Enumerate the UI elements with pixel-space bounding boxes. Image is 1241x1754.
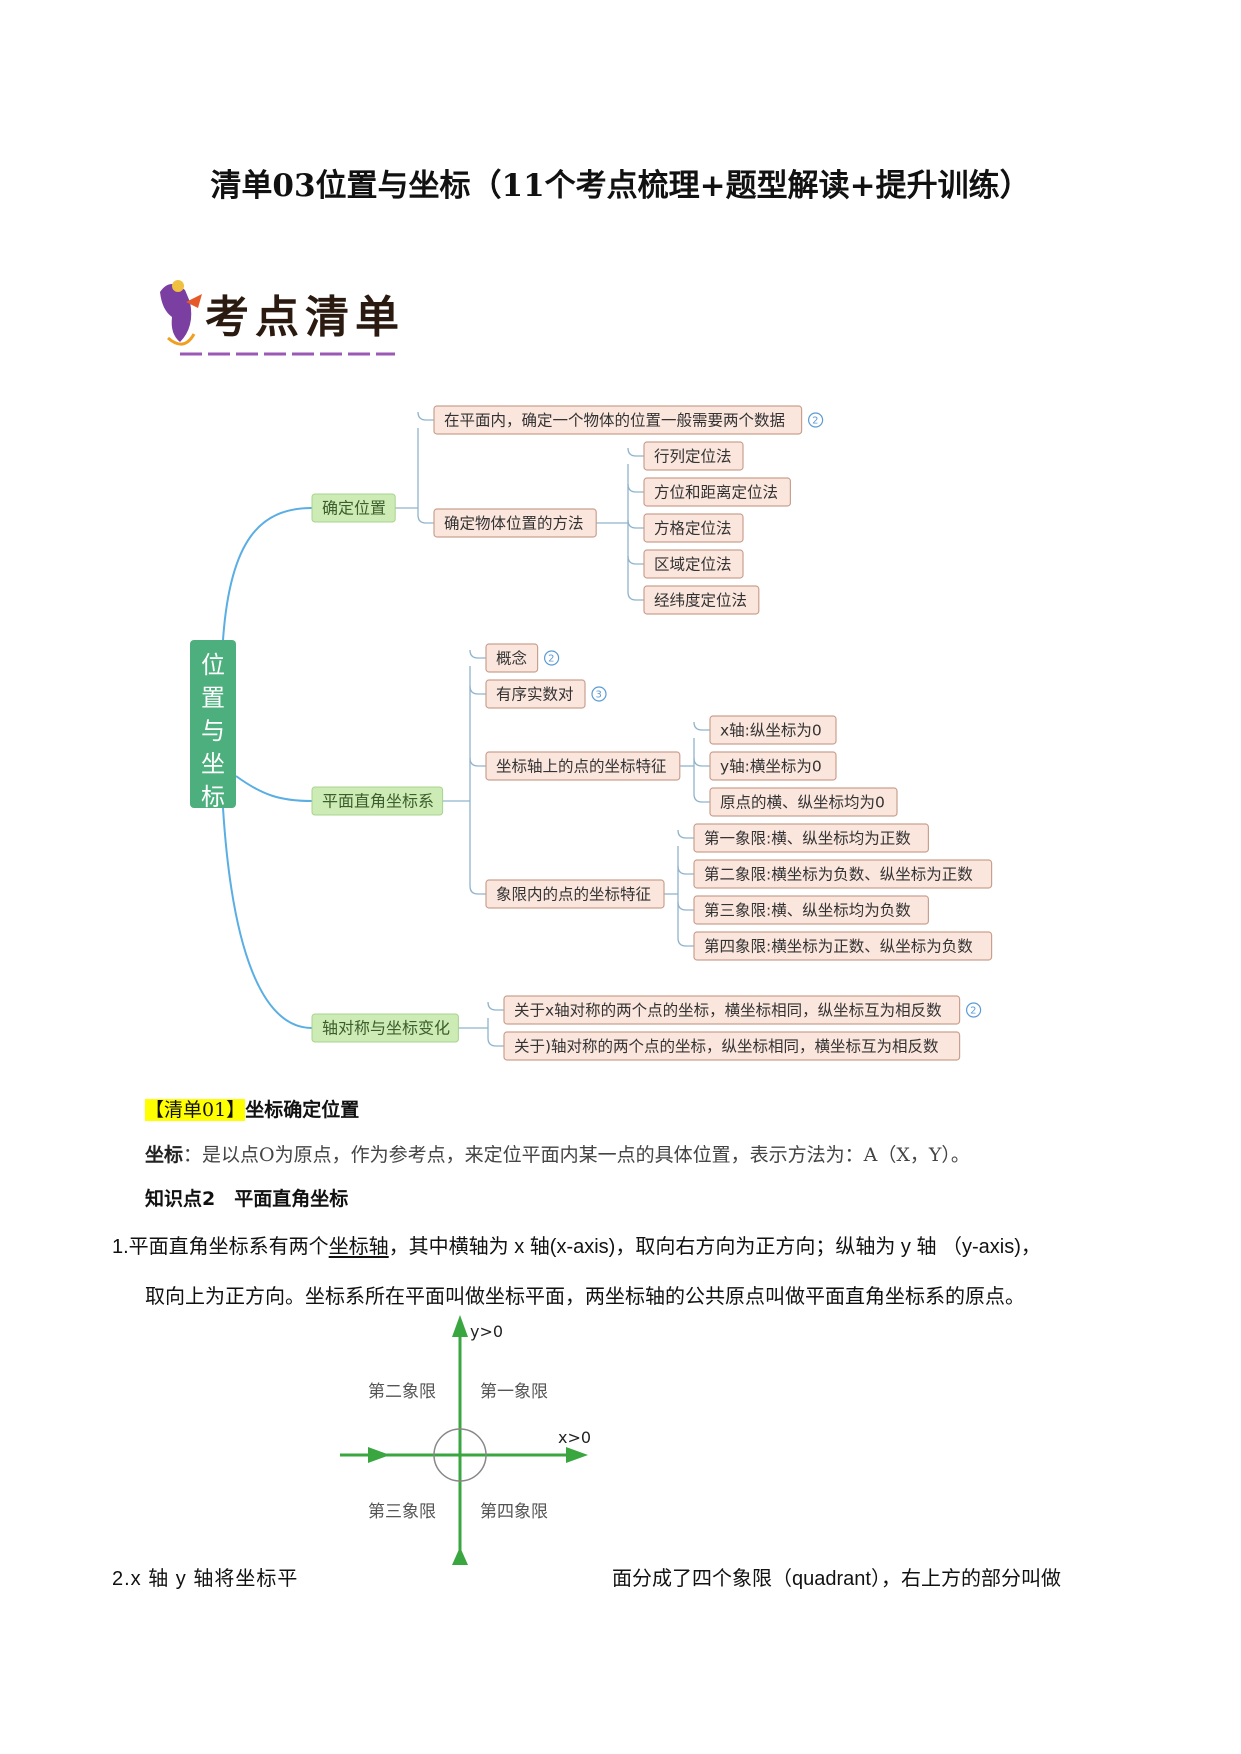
mind-map: 位置与坐标 确定位置 在平面内，确定一个物体的位置一般需要两个数据 2 确定物体位置的方… bbox=[190, 405, 993, 1061]
root-char: 坐 bbox=[201, 750, 225, 778]
axis-rule-3: 原点的横、纵坐标均为0 bbox=[709, 787, 898, 817]
branch-1: 确定位置 bbox=[311, 493, 396, 523]
method-item-1-label: 行列定位法 bbox=[654, 448, 732, 466]
axis-points-node: 坐标轴上的点的坐标特征 bbox=[485, 751, 681, 781]
branch-1-item-1-label: 在平面内，确定一个物体的位置一般需要两个数据 bbox=[444, 412, 785, 430]
axis-rule-3-label: 原点的横、纵坐标均为0 bbox=[720, 794, 885, 812]
quadrant-2-label: 第二象限 bbox=[368, 1382, 436, 1402]
method-item-5: 经纬度定位法 bbox=[643, 585, 760, 615]
quadrant-rule-1-label: 第一象限:横、纵坐标均为正数 bbox=[704, 830, 911, 848]
quadrant-rule-3: 第三象限:横、纵坐标均为负数 bbox=[693, 895, 929, 925]
section-title: 坐标确定位置 bbox=[245, 1099, 360, 1121]
count-badge-label: 2 bbox=[548, 654, 554, 665]
paragraph-1-cont: 取向上为正方向。坐标系所在平面叫做坐标平面，两坐标轴的公共原点叫做平面直角坐标系… bbox=[145, 1286, 1025, 1308]
definition-paragraph: 坐标：是以点O为原点，作为参考点，来定位平面内某一点的具体位置，表示方法为：A（… bbox=[145, 1140, 970, 1167]
count-badge-icon bbox=[807, 412, 824, 428]
section-heading: 【清单01】坐标确定位置 bbox=[145, 1095, 359, 1122]
method-item-4-label: 区域定位法 bbox=[654, 556, 732, 574]
symmetry-rule-2-label: 关于)轴对称的两个点的坐标，纵坐标相同，横坐标互为相反数 bbox=[514, 1038, 939, 1056]
count-badge-icon bbox=[543, 650, 560, 666]
knowledge-point-title: 知识点2 平面直角坐标 bbox=[145, 1188, 349, 1210]
count-badge-icon bbox=[965, 1002, 982, 1018]
logo: 考点清单 bbox=[150, 272, 410, 362]
symmetry-rule-1: 关于x轴对称的两个点的坐标，横坐标相同，纵坐标互为相反数 2 bbox=[503, 995, 982, 1025]
x-axis-arrow bbox=[566, 1447, 588, 1463]
p1-text-a: 1.平面直角坐标系有两个 bbox=[112, 1236, 329, 1258]
ordered-pair-node-label: 有序实数对 bbox=[496, 686, 574, 704]
quadrant-rule-1: 第一象限:横、纵坐标均为正数 bbox=[693, 823, 929, 853]
section-tag: 【清单01】 bbox=[145, 1099, 246, 1121]
quadrant-1-label: 第一象限 bbox=[480, 1382, 548, 1402]
mind-map-root: 位置与坐标 bbox=[190, 640, 236, 811]
p1-underline: 坐标轴 bbox=[328, 1236, 389, 1258]
method-item-1: 行列定位法 bbox=[643, 441, 744, 471]
quadrant-rule-2-label: 第二象限:横坐标为负数、纵坐标为正数 bbox=[704, 866, 973, 884]
axis-rule-2: y轴:横坐标为0 bbox=[709, 751, 837, 781]
axis-rule-1-label: x轴:纵坐标为0 bbox=[720, 722, 822, 740]
x-axis-label: x>0 bbox=[558, 1428, 591, 1447]
branch-2: 平面直角坐标系 bbox=[311, 786, 444, 816]
root-char: 位 bbox=[201, 651, 225, 679]
method-item-5-label: 经纬度定位法 bbox=[654, 592, 747, 610]
branch-1-item-2: 确定物体位置的方法 bbox=[433, 508, 597, 538]
method-item-3-label: 方格定位法 bbox=[654, 520, 732, 538]
concept-node: 概念 2 bbox=[485, 643, 560, 673]
y-axis-arrow-bottom bbox=[452, 1547, 468, 1565]
logo-text: 考点清单 bbox=[205, 292, 405, 343]
branch-3: 轴对称与坐标变化 bbox=[311, 1013, 459, 1043]
branch-2-label: 平面直角坐标系 bbox=[322, 792, 434, 811]
root-char: 标 bbox=[201, 783, 225, 811]
branch-1-label: 确定位置 bbox=[322, 499, 386, 518]
x-axis-arrow-left bbox=[368, 1447, 390, 1463]
p1-text-b: ，其中横轴为 x 轴(x-axis)，取向右方向为正方向；纵轴为 y 轴 （y-… bbox=[388, 1236, 1041, 1258]
paragraph-1: 1.平面直角坐标系有两个坐标轴，其中横轴为 x 轴(x-axis)，取向右方向为… bbox=[112, 1230, 1041, 1259]
concept-node-label: 概念 bbox=[496, 649, 527, 668]
quadrant-rule-4: 第四象限:横坐标为正数、纵坐标为负数 bbox=[693, 931, 993, 961]
y-axis-label: y>0 bbox=[470, 1322, 503, 1341]
symmetry-rule-1-label: 关于x轴对称的两个点的坐标，横坐标相同，纵坐标互为相反数 bbox=[514, 1002, 942, 1020]
paragraph-2-start: 2.x 轴 y 轴将坐标平 bbox=[112, 1568, 299, 1590]
quadrant-points-node: 象限内的点的坐标特征 bbox=[485, 879, 665, 909]
method-item-2: 方位和距离定位法 bbox=[643, 477, 791, 507]
page-title: 清单03位置与坐标（11个考点梳理+题型解读+提升训练） bbox=[210, 168, 1031, 204]
count-badge-label: 2 bbox=[812, 416, 818, 427]
quadrant-points-node-label: 象限内的点的坐标特征 bbox=[496, 886, 651, 904]
definition-text: ：是以点O为原点，作为参考点，来定位平面内某一点的具体位置，表示方法为：A（X，… bbox=[183, 1144, 970, 1166]
root-char: 置 bbox=[201, 684, 225, 712]
coordinate-axes-figure: y>0 x>0 第一象限 第二象限 第三象限 第四象限 bbox=[340, 1315, 591, 1565]
quadrant-4-label: 第四象限 bbox=[480, 1502, 548, 1522]
quadrant-rule-4-label: 第四象限:横坐标为正数、纵坐标为负数 bbox=[704, 938, 973, 956]
symmetry-rule-2: 关于)轴对称的两个点的坐标，纵坐标相同，横坐标互为相反数 bbox=[503, 1031, 961, 1061]
branch-3-label: 轴对称与坐标变化 bbox=[322, 1019, 450, 1038]
branch-1-item-1: 在平面内，确定一个物体的位置一般需要两个数据 2 bbox=[433, 405, 824, 435]
method-item-3: 方格定位法 bbox=[643, 513, 744, 543]
paragraph-2-end: 面分成了四个象限（quadrant），右上方的部分叫做 bbox=[612, 1568, 1061, 1590]
count-badge-icon bbox=[591, 686, 607, 702]
quadrant-rule-3-label: 第三象限:横、纵坐标均为负数 bbox=[704, 902, 911, 920]
branch-1-item-2-label: 确定物体位置的方法 bbox=[444, 515, 584, 533]
method-item-2-label: 方位和距离定位法 bbox=[654, 484, 778, 502]
root-char: 与 bbox=[201, 717, 225, 745]
method-item-4: 区域定位法 bbox=[643, 549, 744, 579]
ordered-pair-node: 有序实数对 3 bbox=[485, 679, 607, 709]
quadrant-3-label: 第三象限 bbox=[368, 1502, 436, 1522]
axis-rule-1: x轴:纵坐标为0 bbox=[709, 715, 837, 745]
axis-rule-2-label: y轴:横坐标为0 bbox=[720, 758, 822, 776]
origin-circle bbox=[433, 1428, 487, 1482]
y-axis-arrow bbox=[452, 1315, 468, 1337]
quadrant-rule-2: 第二象限:横坐标为负数、纵坐标为正数 bbox=[693, 859, 993, 889]
definition-term: 坐标 bbox=[145, 1144, 184, 1166]
count-badge-label: 2 bbox=[970, 1006, 976, 1017]
count-badge-label: 3 bbox=[596, 690, 602, 701]
axis-points-node-label: 坐标轴上的点的坐标特征 bbox=[496, 758, 667, 776]
